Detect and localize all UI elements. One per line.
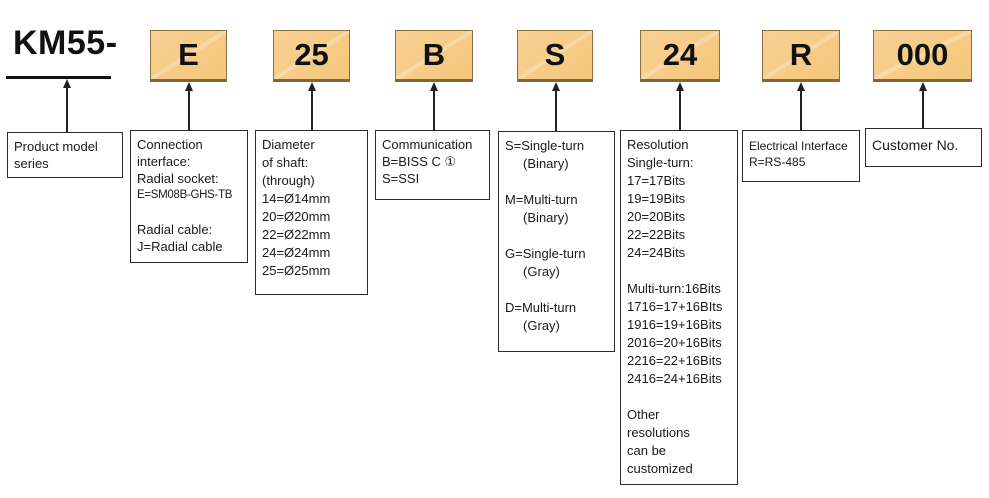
desc-customer-no: Customer No. bbox=[865, 128, 982, 167]
code-segment-connection: E bbox=[150, 30, 227, 82]
code-segment-diameter: 25 bbox=[273, 30, 350, 82]
connector-arrow-turn-mode bbox=[552, 82, 560, 131]
connector-arrow-product-model bbox=[63, 79, 71, 132]
connector-arrow-diameter bbox=[308, 82, 316, 130]
code-segment-resolution: 24 bbox=[640, 30, 720, 82]
connector-arrow-resolution bbox=[676, 82, 684, 130]
code-segment-communication: B bbox=[395, 30, 473, 82]
connector-arrow-communication bbox=[430, 82, 438, 130]
connector-arrow-connection bbox=[185, 82, 193, 130]
model-prefix-underline bbox=[6, 76, 111, 79]
code-segment-customer: 000 bbox=[873, 30, 972, 82]
desc-turn-mode: S=Single-turn (Binary) M=Multi-turn (Bin… bbox=[498, 131, 615, 352]
code-segment-turn-mode: S bbox=[517, 30, 593, 82]
code-segment-electrical: R bbox=[762, 30, 840, 82]
connector-arrow-customer bbox=[919, 82, 927, 128]
model-prefix: KM55- bbox=[13, 24, 118, 62]
connector-arrow-electrical bbox=[797, 82, 805, 130]
